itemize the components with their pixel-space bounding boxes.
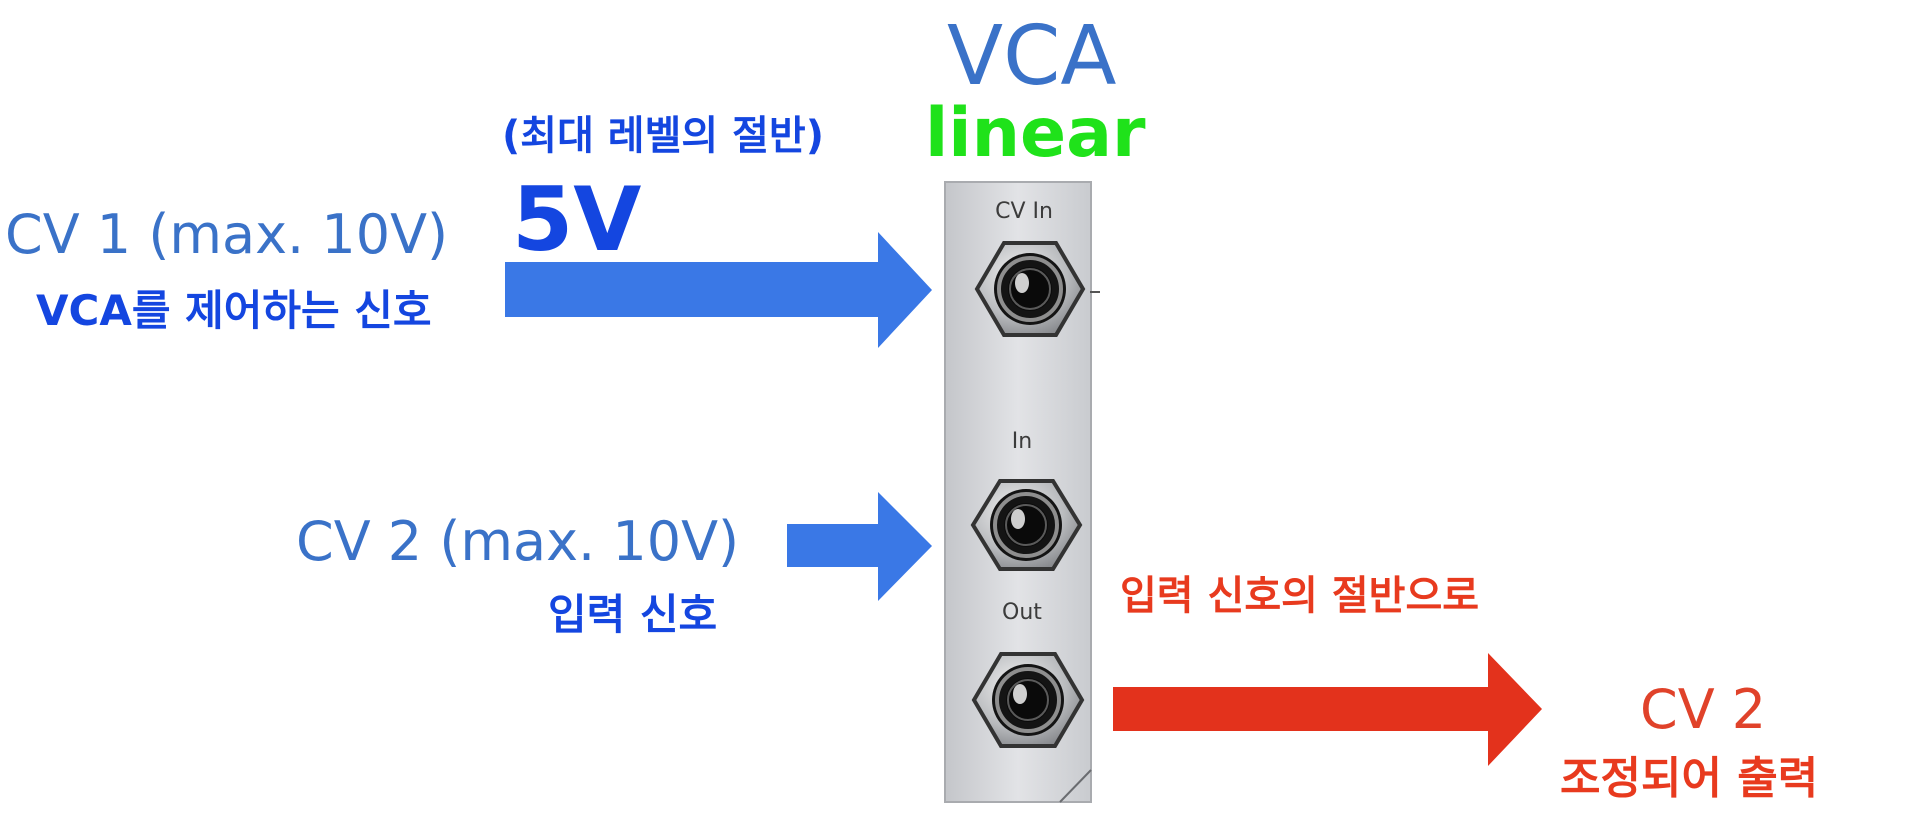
cv2-arrow	[787, 492, 932, 601]
cv1-level-note: (최대 레벨의 절반)	[502, 113, 825, 159]
output-note: 입력 신호의 절반으로	[1120, 573, 1480, 619]
output-description: 조정되어 출력	[1560, 753, 1819, 804]
module-mode: linear	[925, 94, 1146, 173]
output-arrow	[1113, 653, 1542, 766]
module-title: VCA	[947, 9, 1117, 104]
jack-cv-in[interactable]	[974, 241, 1086, 337]
jack-out[interactable]	[971, 652, 1085, 748]
output-label: CV 2	[1640, 678, 1767, 741]
cv2-input-description: 입력 신호	[548, 590, 718, 639]
jack-label-cv-in: CV In	[995, 199, 1053, 224]
cv1-label: CV 1 (max. 10V)	[5, 203, 449, 266]
jack-label-out: Out	[1002, 600, 1042, 625]
jack-label-in: In	[1012, 429, 1032, 454]
panel-corner-line	[1059, 769, 1092, 803]
cv1-level-value: 5V	[512, 168, 642, 271]
cv2-input-label: CV 2 (max. 10V)	[296, 510, 740, 573]
cv1-arrow	[505, 232, 932, 348]
jack-in[interactable]	[970, 479, 1083, 571]
cv1-description: VCA를 제어하는 신호	[36, 286, 432, 335]
